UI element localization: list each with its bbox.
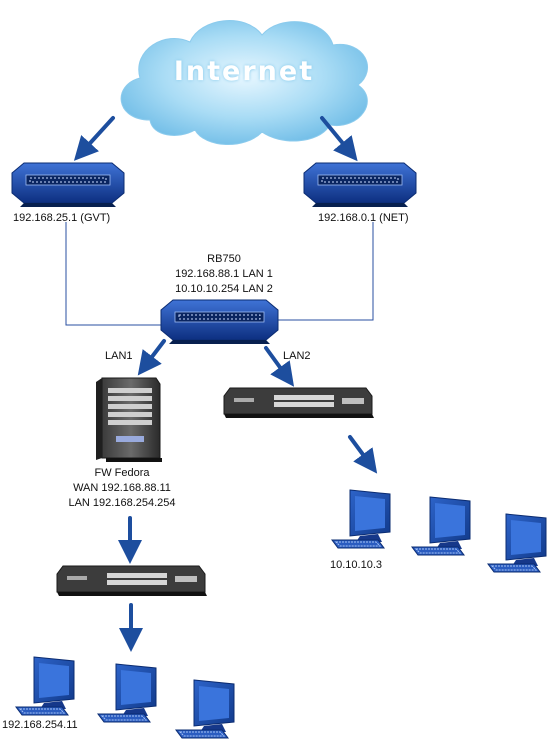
arrow-rb750-lan1 xyxy=(137,339,166,376)
pc-lan1-2 xyxy=(97,663,157,723)
router-net-label: 192.168.0.1 (NET) xyxy=(318,212,409,224)
switch-lan1 xyxy=(56,565,207,596)
router-gvt xyxy=(11,162,125,207)
router-gvt-label: 192.168.25.1 (GVT) xyxy=(13,212,111,224)
rb750-label-name: RB750 xyxy=(207,253,241,265)
link-label-lan1: LAN1 xyxy=(105,350,133,362)
firewall-label-name: FW Fedora xyxy=(94,467,150,479)
arrow-rb750-lan2 xyxy=(264,346,295,387)
arrows xyxy=(73,116,378,652)
internet-label: Internet xyxy=(173,56,315,87)
firewall-label-wan: WAN 192.168.88.11 xyxy=(73,482,171,494)
switch-lan2 xyxy=(223,387,374,418)
arrow-cloud-gvt xyxy=(73,116,115,161)
link-label-lan2: LAN2 xyxy=(283,350,311,362)
pc-lan1-1 xyxy=(15,656,75,716)
pc-lan2-label: 10.10.10.3 xyxy=(330,559,382,571)
cloud-shape xyxy=(120,20,368,145)
pc-lan2-3 xyxy=(487,513,547,573)
pc-lan2-1 xyxy=(331,489,391,549)
router-rb750 xyxy=(160,299,279,344)
rb750-label-lan2: 10.10.10.254 LAN 2 xyxy=(175,283,273,295)
firewall-label-lan: LAN 192.168.254.254 xyxy=(68,497,176,509)
arrow-cloud-net xyxy=(320,116,358,162)
link-gvt-rb750 xyxy=(65,222,163,326)
pc-lan2-2 xyxy=(411,496,471,556)
wired-links xyxy=(65,222,374,326)
firewall-tower xyxy=(96,377,162,462)
pc-lan1-3 xyxy=(175,679,235,739)
pc-lan1-label: 192.168.254.11 xyxy=(2,719,78,731)
internet-cloud xyxy=(120,20,368,145)
router-net xyxy=(303,162,417,207)
link-net-rb750 xyxy=(276,222,374,321)
rb750-label-lan1: 192.168.88.1 LAN 1 xyxy=(175,268,273,280)
arrow-switch2-pcs xyxy=(348,435,378,474)
